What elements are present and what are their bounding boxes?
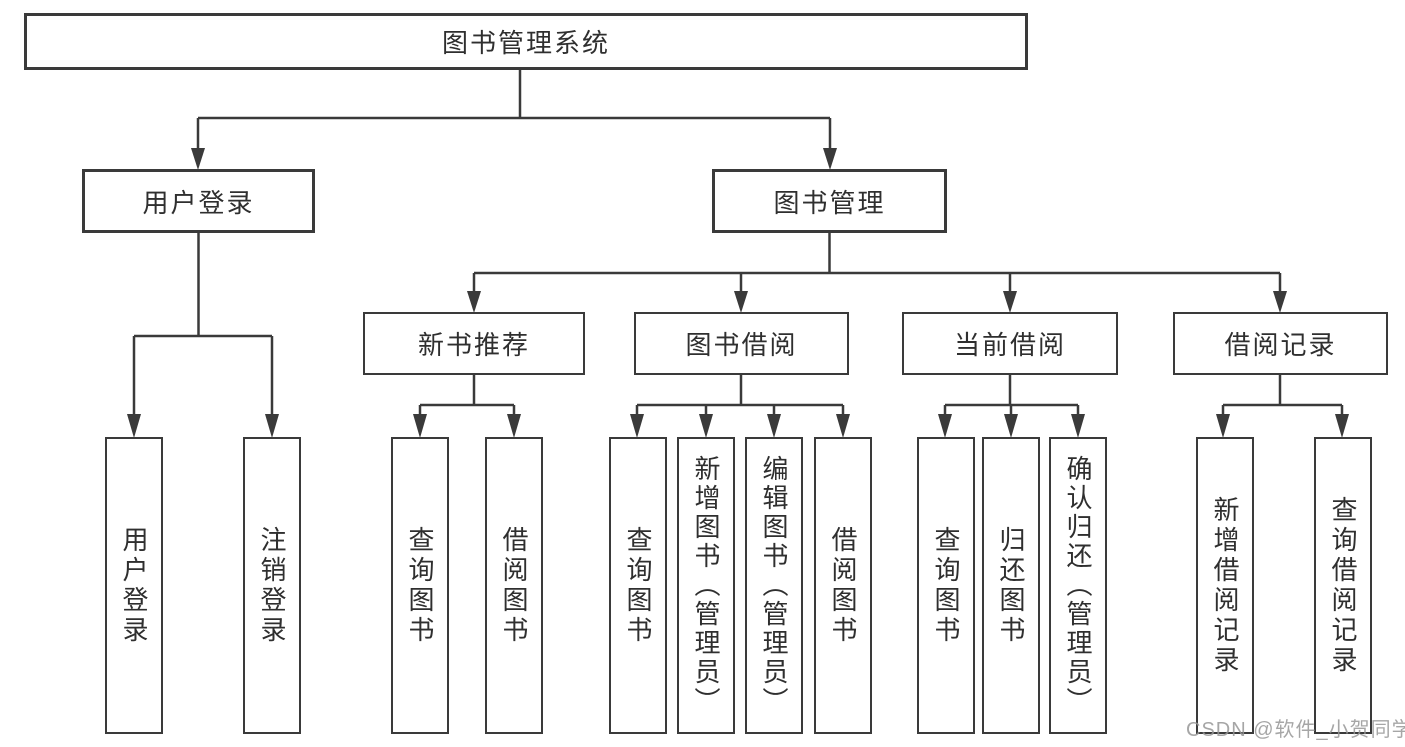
leaf-query-borrow-record: 查询借阅记录 [1314, 437, 1372, 734]
leaf-add-borrow-record: 新增借阅记录 [1196, 437, 1254, 734]
leaf-recommend-query-books: 查询图书 [391, 437, 449, 734]
leaf-recommend-borrow-books: 借阅图书 [485, 437, 543, 734]
leaf-add-books-admin: 新增图书（管理员） [677, 437, 735, 734]
leaf-borrow-query-books: 查询图书 [609, 437, 667, 734]
connector-book-management-to-level3 [467, 233, 1287, 313]
connector-new-book-recommend-to-leaves [413, 375, 521, 438]
connector-root-to-level2 [191, 70, 837, 170]
csdn-watermark: CSDN @软件_小贺同学 [1186, 719, 1405, 741]
node-book-borrow: 图书借阅 [634, 312, 849, 375]
node-book-management: 图书管理 [712, 169, 947, 233]
node-new-book-recommend: 新书推荐 [363, 312, 585, 375]
node-current-borrow: 当前借阅 [902, 312, 1118, 375]
leaf-borrow-books: 借阅图书 [814, 437, 872, 734]
node-library-management-system: 图书管理系统 [24, 13, 1028, 70]
leaf-return-books: 归还图书 [982, 437, 1040, 734]
node-user-login: 用户登录 [82, 169, 315, 233]
connector-book-borrow-to-leaves [630, 375, 850, 438]
leaf-current-query-books: 查询图书 [917, 437, 975, 734]
connector-borrow-record-to-leaves [1216, 375, 1349, 438]
leaf-edit-books-admin: 编辑图书（管理员） [745, 437, 803, 734]
leaf-user-login: 用户登录 [105, 437, 163, 734]
connector-user-login-to-leaves [127, 233, 279, 438]
node-borrow-record: 借阅记录 [1173, 312, 1388, 375]
leaf-confirm-return-admin: 确认归还（管理员） [1049, 437, 1107, 734]
leaf-logout: 注销登录 [243, 437, 301, 734]
connector-current-borrow-to-leaves [938, 375, 1085, 438]
